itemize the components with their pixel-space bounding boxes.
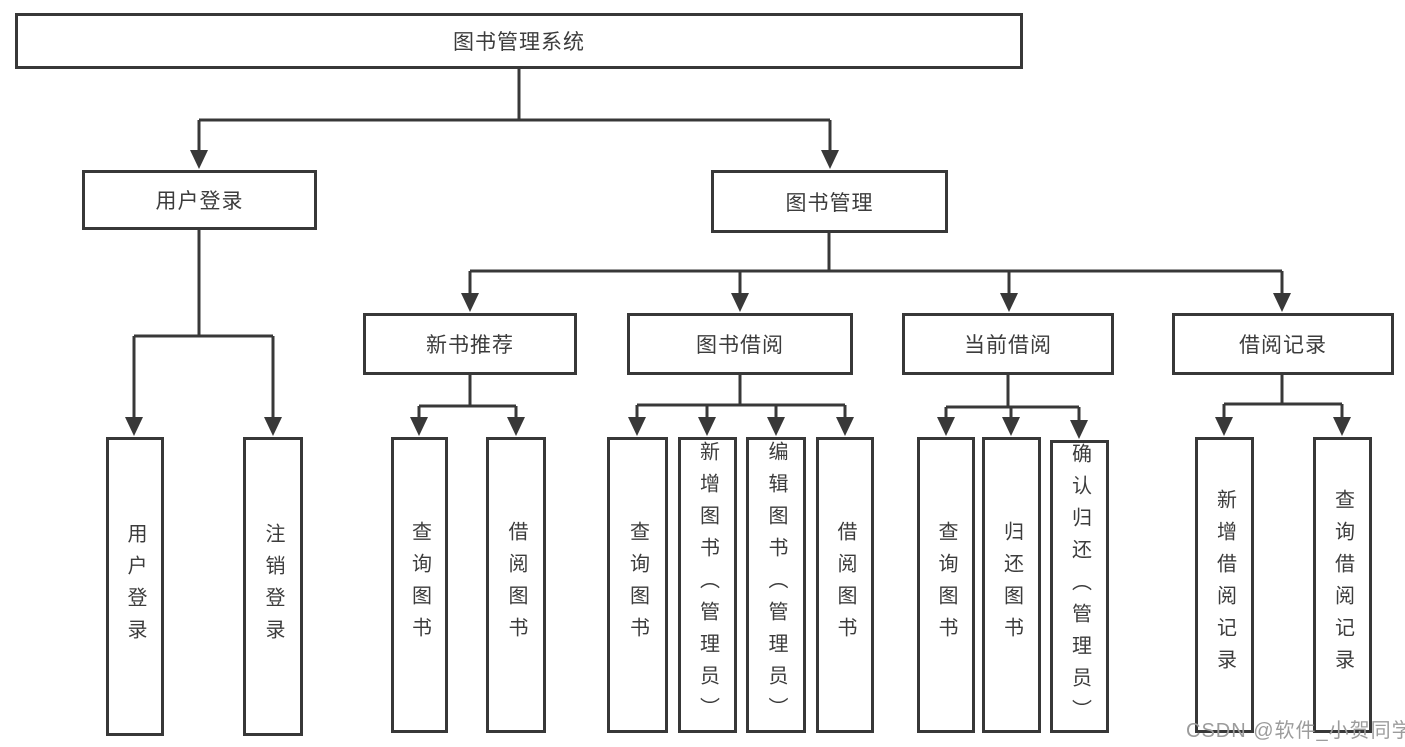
node-user-login-leaf: 用户登录 [106,437,164,736]
node-library-system-label: 图书管理系统 [453,31,585,54]
node-query-books-newrec: 查询图书 [391,437,448,733]
node-book-management: 图书管理 [711,170,948,233]
node-edit-books-admin-label: 编辑图书（管理员） [765,441,787,729]
node-user-login-leaf-label: 用户登录 [124,522,146,651]
node-query-books-newrec-label: 查询图书 [408,521,431,649]
node-book-borrowing: 图书借阅 [627,313,853,375]
node-book-borrowing-label: 图书借阅 [696,334,784,357]
node-query-books-borrow-label: 查询图书 [626,521,649,649]
node-return-books: 归还图书 [982,437,1041,733]
node-borrow-books-newrec: 借阅图书 [486,437,546,733]
node-query-books-borrow: 查询图书 [607,437,668,733]
node-user-login: 用户登录 [82,170,317,230]
node-new-book-recommend-label: 新书推荐 [426,334,514,357]
node-logout-leaf-label: 注销登录 [262,522,284,651]
node-add-books-admin: 新增图书（管理员） [678,437,737,733]
node-add-borrow-record-label: 新增借阅记录 [1213,489,1236,681]
node-borrow-books-borrow: 借阅图书 [816,437,874,733]
node-user-login-label: 用户登录 [155,190,244,213]
arrowheads [125,150,1351,439]
node-confirm-return-admin: 确认归还（管理员） [1050,440,1109,733]
node-query-borrow-record-label: 查询借阅记录 [1331,489,1354,681]
node-return-books-label: 归还图书 [1000,521,1023,649]
node-query-books-current-label: 查询图书 [935,521,957,649]
node-current-borrowing-label: 当前借阅 [964,334,1052,357]
node-borrowing-records-label: 借阅记录 [1239,334,1327,357]
node-confirm-return-admin-label: 确认归还（管理员） [1068,442,1091,731]
node-query-borrow-record: 查询借阅记录 [1313,437,1372,733]
node-query-books-current: 查询图书 [917,437,975,733]
node-book-management-label: 图书管理 [785,191,874,215]
node-new-book-recommend: 新书推荐 [363,313,577,375]
node-add-books-admin-label: 新增图书（管理员） [696,441,719,729]
connector-line-segments [132,69,1344,420]
watermark: CSDN @软件_小贺同学 [1186,720,1405,742]
node-add-borrow-record: 新增借阅记录 [1195,437,1254,733]
node-edit-books-admin: 编辑图书（管理员） [746,437,806,733]
node-borrowing-records: 借阅记录 [1172,313,1394,375]
node-borrow-books-borrow-label: 借阅图书 [834,521,856,649]
node-current-borrowing: 当前借阅 [902,313,1114,375]
node-library-system: 图书管理系统 [15,13,1023,69]
node-borrow-books-newrec-label: 借阅图书 [505,521,527,649]
node-logout-leaf: 注销登录 [243,437,303,736]
